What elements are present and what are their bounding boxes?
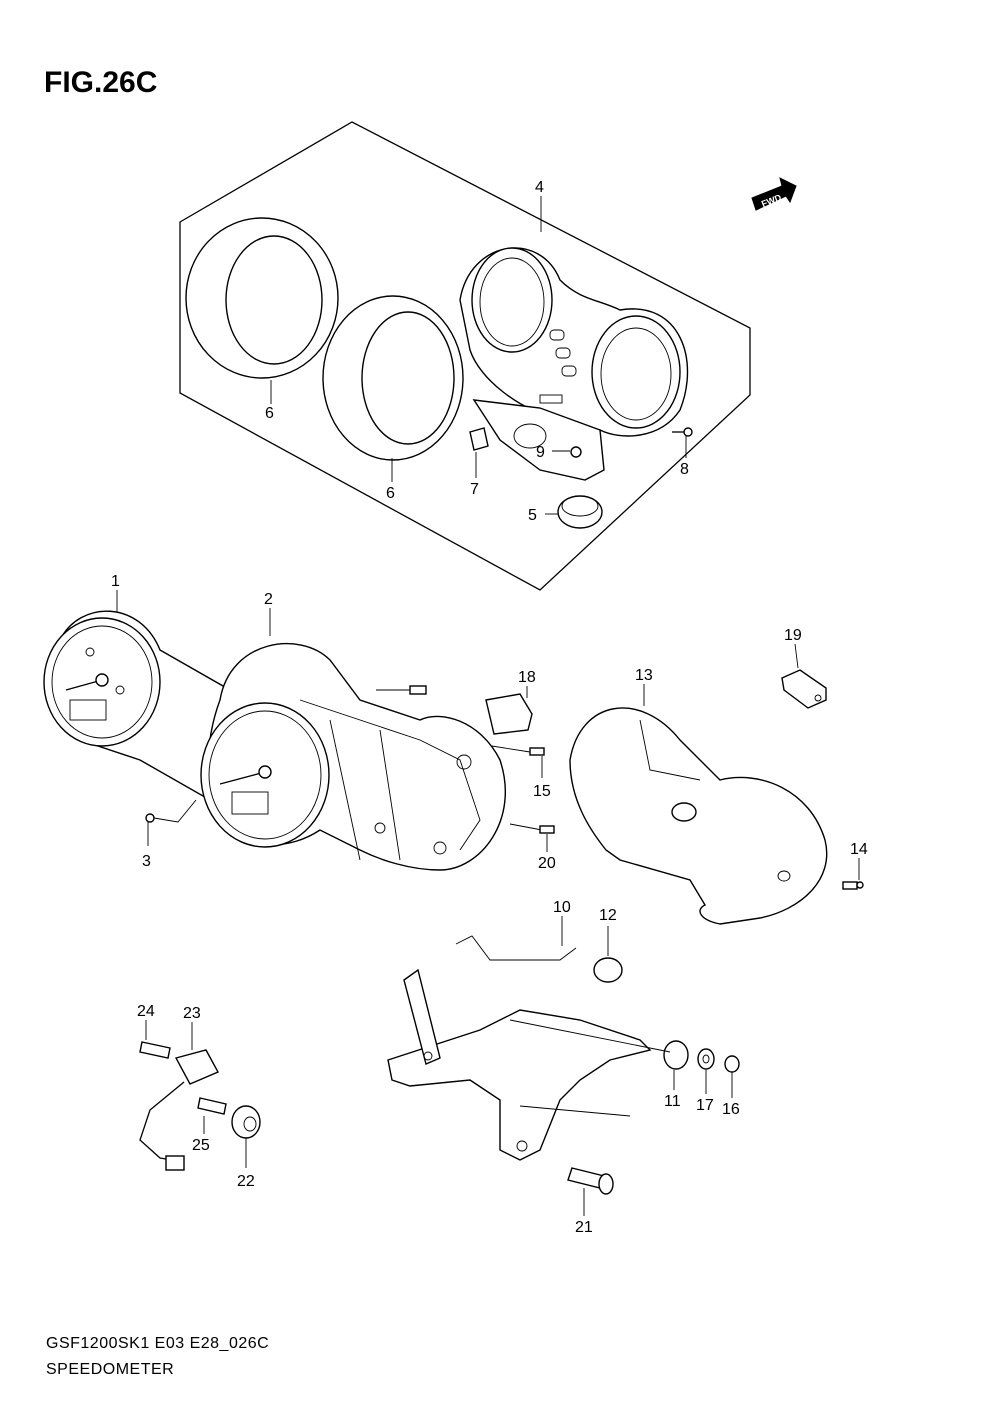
part-11-grommet xyxy=(663,1040,689,1070)
callout-2: 2 xyxy=(264,591,273,608)
part-9-screw xyxy=(570,446,582,458)
callout-17: 17 xyxy=(696,1097,714,1114)
part-2-meter-body xyxy=(200,642,506,871)
part-14-screw xyxy=(842,881,864,890)
callout-22: 22 xyxy=(237,1173,255,1190)
callout-11: 11 xyxy=(664,1093,681,1110)
part-18-pad xyxy=(485,693,533,735)
meter-hole xyxy=(513,423,547,449)
callout-4: 4 xyxy=(535,179,544,196)
part-23-sensor xyxy=(139,1049,219,1171)
leader-lines xyxy=(116,196,860,1216)
part-3-screw xyxy=(145,799,197,823)
callout-18: 18 xyxy=(518,669,536,686)
figure-title: FIG.26C xyxy=(44,66,157,99)
callout-20: 20 xyxy=(538,855,556,872)
callout-5: 5 xyxy=(528,507,537,524)
callout-1: 1 xyxy=(111,573,120,590)
part-1-gauge xyxy=(43,610,241,801)
part-13-case xyxy=(569,707,828,925)
part-7-clip xyxy=(469,427,489,451)
callout-7: 7 xyxy=(470,481,479,498)
part-19-bracket xyxy=(781,669,827,709)
part-15-screw xyxy=(491,745,545,756)
part-5-cap xyxy=(557,495,603,529)
assembly-outline-box xyxy=(179,121,751,591)
callout-24: 24 xyxy=(137,1003,155,1020)
diagram-caption: SPEEDOMETER xyxy=(46,1361,174,1378)
part-4-bezel xyxy=(459,247,689,437)
callout-23: 23 xyxy=(183,1005,201,1022)
part-12-grommet xyxy=(593,957,623,983)
part-25-bolt xyxy=(197,1097,227,1115)
callout-16: 16 xyxy=(722,1101,740,1118)
part-4-lower-bracket xyxy=(472,399,605,481)
callout-9: 9 xyxy=(536,444,545,461)
callout-8: 8 xyxy=(680,461,689,478)
callout-13: 13 xyxy=(635,667,653,684)
part-6-ring-a xyxy=(185,217,339,379)
callout-6b: 6 xyxy=(386,485,395,502)
callout-10: 10 xyxy=(553,899,571,916)
part-24-bolt xyxy=(139,1041,171,1059)
callout-25: 25 xyxy=(192,1137,210,1154)
part-10-bracket xyxy=(387,935,652,1161)
callout-6a: 6 xyxy=(265,405,274,422)
part-16-nut xyxy=(724,1055,740,1073)
callout-12: 12 xyxy=(599,907,617,924)
part-17-washer xyxy=(697,1048,715,1070)
part-20-screw xyxy=(509,823,555,834)
part-21-bolt xyxy=(567,1167,614,1195)
assembly-line xyxy=(509,1019,671,1053)
fwd-arrow-icon: FWD xyxy=(751,177,797,211)
callout-15: 15 xyxy=(533,783,551,800)
callout-3: 3 xyxy=(142,853,151,870)
part-8-screw xyxy=(672,427,693,437)
part-6-ring-b xyxy=(322,295,464,461)
callout-14: 14 xyxy=(850,841,868,858)
callout-21: 21 xyxy=(575,1219,593,1236)
screw-top xyxy=(376,685,427,695)
part-22-gear xyxy=(231,1105,261,1139)
model-code: GSF1200SK1 E03 E28_026C xyxy=(46,1335,269,1352)
callout-19: 19 xyxy=(784,627,802,644)
